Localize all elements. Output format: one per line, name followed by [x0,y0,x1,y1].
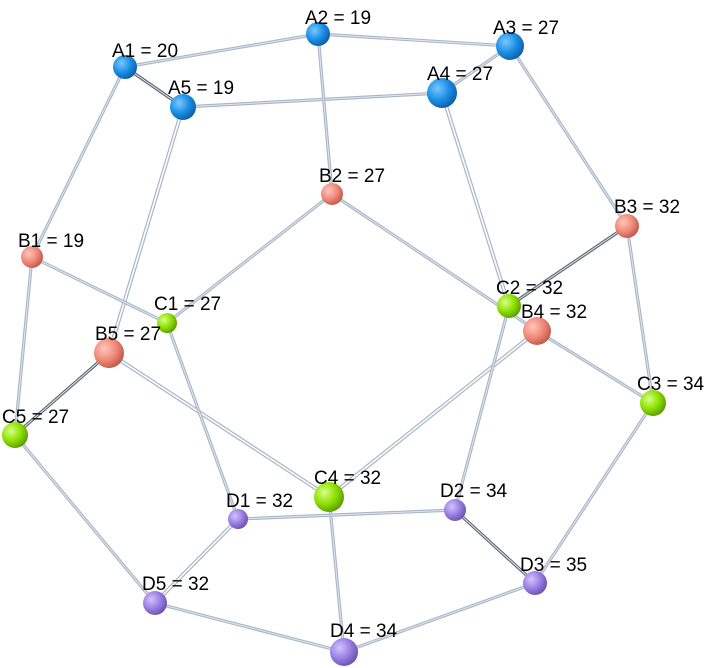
edge-a1-b1 [30,65,127,259]
node-b5 [94,338,124,368]
edge-b1-c5 [13,255,34,437]
node-label-a2: A2 = 19 [305,8,371,29]
node-a2 [306,22,330,46]
node-c5 [2,422,28,448]
node-label-d1: D1 = 32 [226,491,293,512]
node-label-d2: D2 = 34 [440,481,508,502]
edge-c3-d3 [533,401,655,585]
node-b3 [615,214,639,238]
edge-a4-c2 [440,91,511,308]
node-c1 [157,313,177,333]
node-d3 [523,571,547,595]
node-label-b1: B1 = 19 [18,231,84,252]
node-a1 [113,55,137,79]
edge-d2-d3 [453,508,537,585]
node-label-d5: D5 = 32 [142,574,209,595]
node-d1 [228,509,248,529]
edge-a2-b2 [316,32,334,196]
edge-d5-d1 [153,517,240,605]
edge-b3-c3 [625,224,655,405]
node-a5 [170,94,196,120]
edge-c1-d1 [165,321,240,521]
node-b2 [321,183,343,205]
node-label-a1: A1 = 20 [112,41,178,62]
node-label-b4: B4 = 32 [521,302,587,323]
nodes-layer [2,22,666,666]
edge-a2-a3 [316,32,512,48]
node-a3 [496,32,524,60]
edge-a4-a5 [181,91,444,109]
node-label-b2: B2 = 27 [319,166,385,187]
edge-b2-c1 [165,192,334,325]
node-a4 [427,78,457,108]
edge-d4-d5 [153,601,346,654]
edge-c2-d2 [453,304,511,512]
node-label-b3: B3 = 32 [614,197,680,218]
node-label-b5: B5 = 27 [95,324,161,345]
node-label-c4: C4 = 32 [314,468,381,489]
edge-a1-a2 [123,32,320,69]
edge-c5-d5 [13,433,157,605]
edges-layer [13,32,655,654]
node-d2 [444,499,466,521]
edge-b4-c3 [535,329,655,405]
node-label-c2: C2 = 32 [496,278,563,299]
edge-b5-c5 [13,351,111,437]
node-label-a4: A4 = 27 [427,64,493,85]
edge-b4-c4 [327,329,539,499]
node-label-c3: C3 = 34 [637,374,705,395]
labels-layer: A1 = 20 A2 = 19 A3 = 27 A4 = 27 A5 = 19 B1 = … [2,8,705,642]
node-label-c5: C5 = 27 [2,407,69,428]
node-c3 [640,390,666,416]
node-d4 [330,638,358,666]
edge-a5-b5 [107,105,185,355]
node-c2 [497,294,521,318]
edge-b3-c2 [507,224,629,308]
node-b4 [523,317,551,345]
node-b1 [21,246,43,268]
node-label-c1: C1 = 27 [154,294,221,315]
node-label-a5: A5 = 19 [168,78,234,99]
edge-b5-c4 [107,351,331,499]
node-d5 [143,591,167,615]
node-label-a3: A3 = 27 [493,18,559,39]
node-label-d3: D3 = 35 [520,555,587,576]
node-label-d4: D4 = 34 [330,621,398,642]
edge-d1-d2 [236,508,457,521]
edge-b1-c1 [30,255,169,325]
edge-c4-d4 [327,495,346,654]
node-c4 [314,482,344,512]
edge-a3-b3 [508,44,629,228]
edge-d3-d4 [342,581,537,654]
